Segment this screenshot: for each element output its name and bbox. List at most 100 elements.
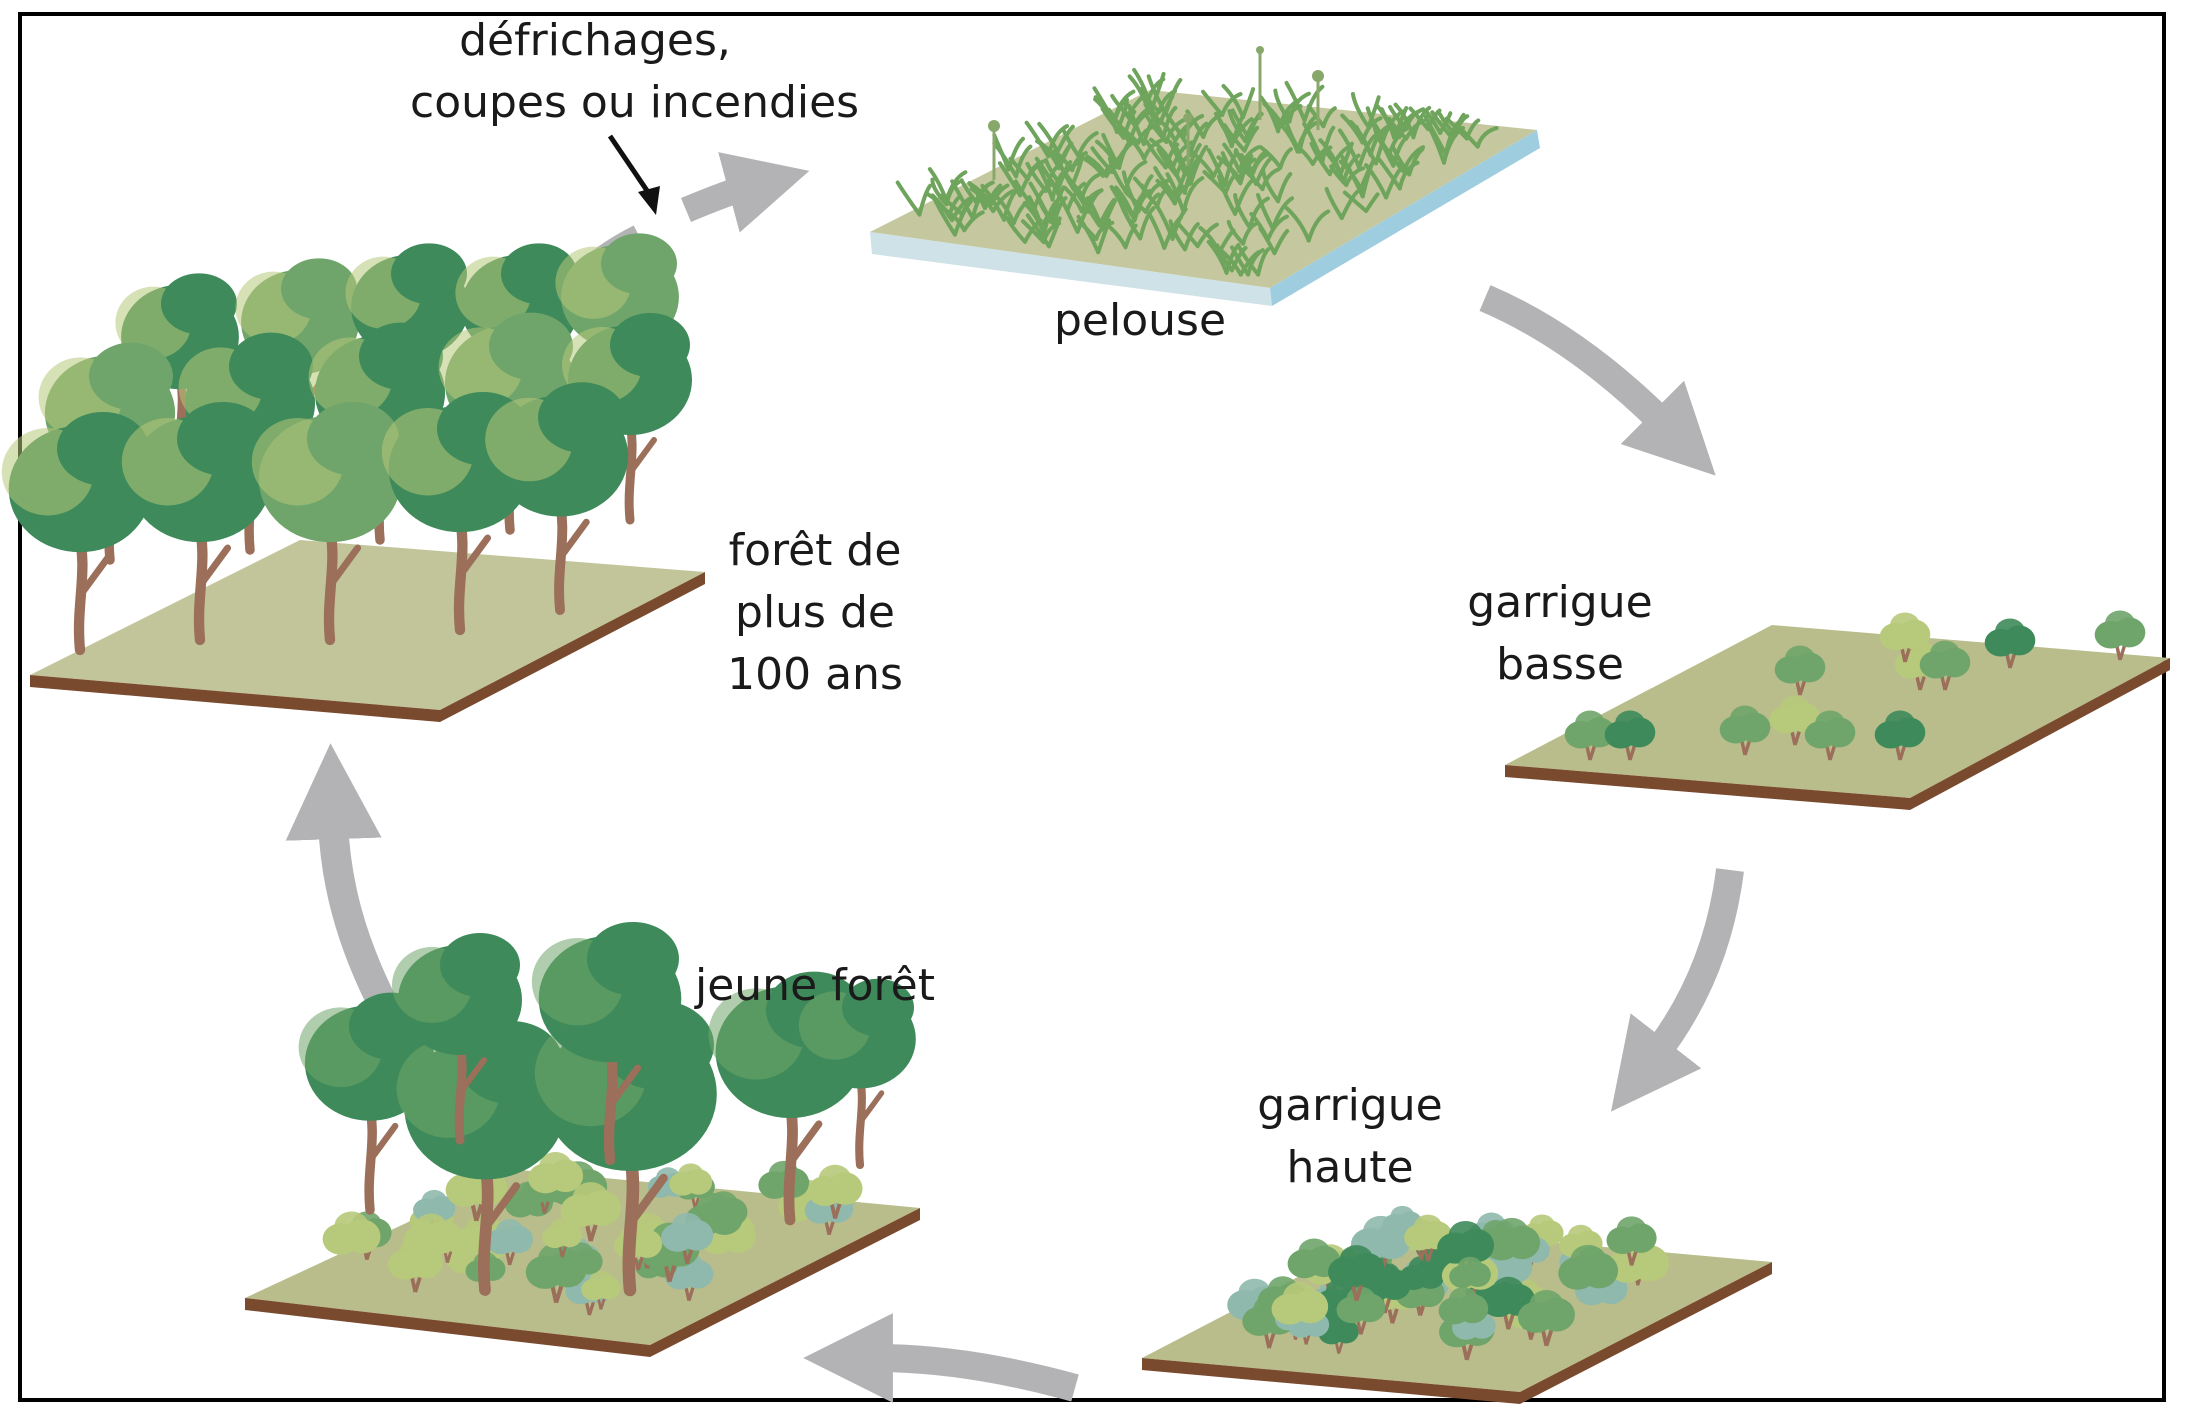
grass-blade: [1241, 222, 1258, 246]
grass-blade: [1037, 121, 1060, 154]
grass-blade: [1181, 176, 1205, 215]
shrub: [1804, 710, 1856, 761]
grass-blade: [1058, 160, 1082, 187]
grass-blade: [1320, 125, 1336, 165]
grass-blade: [1052, 196, 1068, 227]
shrub: [1517, 1290, 1575, 1347]
grass-blade: [1404, 107, 1426, 132]
grass-blade: [969, 186, 996, 214]
grass-blade: [1061, 128, 1081, 158]
grass-blade: [1258, 226, 1277, 256]
stage-high-garrigue-illustration: [1142, 1205, 1772, 1404]
grass-blade: [1081, 194, 1102, 228]
grass-blade: [1168, 219, 1188, 252]
grass-blade: [1092, 86, 1116, 124]
grass-blade: [1146, 74, 1168, 116]
shrub: [2094, 610, 2146, 661]
grass-blade: [1206, 148, 1228, 187]
shrub: [1328, 1245, 1385, 1302]
grass-blade: [1121, 109, 1137, 140]
shrub: [581, 1270, 621, 1310]
grass-blade: [895, 180, 922, 217]
grass-blade: [1080, 155, 1105, 178]
grass-blade: [1227, 109, 1248, 144]
shrub: [1271, 1282, 1329, 1325]
shrub: [322, 1211, 381, 1255]
grass-blade: [1216, 174, 1238, 216]
grass-blade: [1076, 214, 1101, 255]
grass-blade: [1284, 80, 1307, 123]
shrub: [528, 1152, 584, 1194]
grass-blade: [1324, 186, 1344, 221]
grass-blade: [1161, 105, 1178, 140]
grass-blade: [1295, 120, 1319, 154]
grass-blade: [1047, 216, 1062, 249]
grass-blade: [1464, 118, 1481, 141]
grass-blade: [1224, 243, 1241, 275]
grass-blade: [930, 177, 949, 207]
grass-blade: [1236, 244, 1261, 277]
stage-old-forest-label-line2: plus de: [735, 587, 895, 638]
grass-blade: [1145, 139, 1168, 170]
grass-blade: [1265, 214, 1290, 242]
grass-blade: [1198, 225, 1222, 255]
stage-high-garrigue-label-line2: haute: [1286, 1142, 1414, 1193]
grass-blade: [1238, 165, 1265, 192]
grass-blade: [1070, 150, 1088, 173]
shrub: [542, 1218, 583, 1258]
disturbance-arrow: [607, 134, 660, 215]
stage-low-garrigue-illustration: [1505, 610, 2170, 810]
arrow-disturbance-to-lawn: [681, 152, 810, 233]
grass-blade: [1014, 144, 1033, 179]
grass-blade: [1221, 83, 1245, 120]
grass-blade: [1201, 89, 1225, 117]
grass-blade: [982, 183, 1003, 211]
grass-blade: [1255, 192, 1275, 231]
grass-blade: [1043, 158, 1062, 187]
grass-blade: [1387, 116, 1409, 141]
stage-low-garrigue-label-line1: garrigue: [1467, 577, 1653, 628]
grass-blade: [1100, 157, 1122, 178]
grass-blade: [1127, 103, 1146, 147]
grass-blade: [1360, 158, 1376, 199]
grass-blade: [1302, 84, 1325, 123]
grass-blade: [1327, 144, 1352, 177]
tree: [251, 401, 402, 646]
shrub: [1287, 1238, 1341, 1279]
grass-blade: [1024, 120, 1051, 159]
grass-blade: [1174, 150, 1198, 178]
shrub: [403, 1213, 459, 1256]
grass-blade: [973, 180, 995, 204]
grass-blade: [1341, 153, 1361, 185]
grass-blade: [1339, 189, 1360, 221]
grass-blade: [1136, 124, 1157, 145]
grass-blade: [1453, 114, 1470, 138]
grass-blade: [1046, 124, 1070, 159]
grass-blade: [1256, 247, 1271, 277]
stage-old-forest-label: forêt de plus de 100 ans: [700, 520, 930, 706]
stage-lawn-illustration: [870, 46, 1540, 306]
grass-blade: [1344, 166, 1366, 188]
grass-blade: [959, 178, 978, 204]
stage-old-forest-label-line3: 100 ans: [727, 649, 903, 700]
grass-blade: [1189, 121, 1209, 153]
grass-blade: [1338, 141, 1354, 177]
grass-blade: [1392, 106, 1409, 141]
grass-blade: [1183, 222, 1200, 252]
shrub: [1558, 1244, 1619, 1290]
grass-blade: [1276, 172, 1293, 204]
grass-blade: [1364, 163, 1389, 200]
grass-blade: [1374, 102, 1397, 141]
stage-low-garrigue-label-line2: basse: [1496, 639, 1624, 690]
grass-blade: [997, 161, 1023, 198]
grass-blade: [1364, 192, 1380, 213]
grass-blade: [1220, 151, 1243, 186]
grass-blade: [1138, 206, 1156, 241]
shrub: [807, 1164, 863, 1220]
grass-blade: [1238, 154, 1254, 186]
grass-blade: [1194, 153, 1216, 179]
grass-blade: [967, 181, 994, 206]
grass-blade: [1123, 190, 1148, 214]
grass-blade: [1085, 196, 1105, 232]
